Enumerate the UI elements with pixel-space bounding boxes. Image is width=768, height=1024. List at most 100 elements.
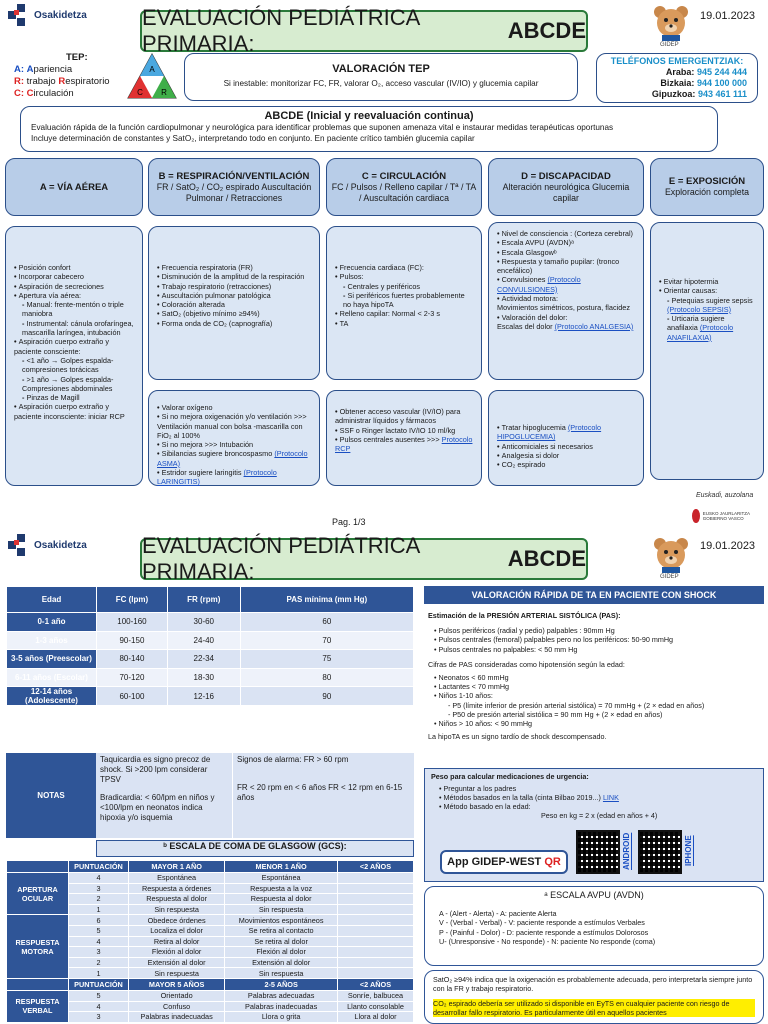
list-item: P5 (límite inferior de presión arterial … <box>434 701 760 710</box>
age-cell: 1-3 años <box>6 630 97 650</box>
gcs-cell: Llora al dolor <box>337 1011 414 1023</box>
list-item: Auscultación pulmonar patológica <box>157 291 311 300</box>
gcs-cell: Respuesta a órdenes <box>127 882 226 895</box>
gcs-cell: Llanto consolable <box>337 1000 414 1013</box>
gcs-header-cell: 2-5 AÑOS <box>224 977 339 991</box>
tep-triangle-icon: A C R <box>127 52 177 99</box>
gcs-header-cell: <2 AÑOS <box>337 977 414 991</box>
protocol-link[interactable]: (Protocolo ANAFILAXIA) <box>667 323 734 342</box>
android-qr-code[interactable] <box>576 830 620 874</box>
iphone-link[interactable]: IPHONE <box>684 835 693 867</box>
sat-text-2: CO₂ espirado debería ser utilizado si di… <box>433 999 755 1017</box>
gcs-cell: Flexión al dolor <box>127 946 226 958</box>
peso-title: Peso para calcular medicaciones de urgen… <box>431 772 589 781</box>
list-item: Analgesia si dolor <box>497 451 635 460</box>
gcs-cell <box>337 935 414 948</box>
android-link[interactable]: ANDROID <box>622 832 631 870</box>
gcs-category: RESPUESTA VERBAL <box>6 989 69 1023</box>
list-item: Convulsiones (Protocolo CONVULSIONES) <box>497 275 635 294</box>
list-item: Estridor sugiere laringitis (Protocolo L… <box>157 468 311 487</box>
gcs-cell: Espontánea <box>127 872 226 884</box>
list-item: Si no mejora oxigenación y/o ventilación… <box>157 412 311 440</box>
col-d-bottom-box: Tratar hipoglucemia (Protocolo HIPOGLUCE… <box>488 390 644 486</box>
gcs-score: 1 <box>68 903 129 916</box>
cinta-bilbao-link[interactable]: LINK <box>602 793 619 802</box>
list-item: Frecuencia cardiaca (FC): <box>335 263 473 272</box>
phones-heading: TELÉFONOS EMERGENTZIAK: <box>610 56 744 66</box>
list-item: Apertura vía aérea: <box>14 291 134 300</box>
osakidetza-logo: Osakidetza <box>8 4 87 26</box>
list-item: Pulsos periféricos (radial y pedio) palp… <box>434 626 760 635</box>
list-item: Si periféricos fuertes probablemente no … <box>335 291 473 310</box>
table-cell: 22-34 <box>166 649 241 669</box>
gcs-cell: Sin respuesta <box>224 967 339 979</box>
col-b-top-list: Frecuencia respiratoria (FR)Disminución … <box>157 263 311 328</box>
tep-assessment-box: VALORACIÓN TEP Si inestable: monitorizar… <box>184 53 578 101</box>
list-item: Escala AVPU (AVDN)ᵃ <box>497 238 635 247</box>
gcs-category: APERTURA OCULAR <box>6 871 69 916</box>
avpu-row: U- (Unresponsive - No responde) - N: pac… <box>439 937 656 947</box>
list-item: Actividad motora: <box>497 294 635 303</box>
protocol-link[interactable]: (Protocolo ASMA) <box>157 449 308 468</box>
date: 19.01.2023 <box>700 10 756 22</box>
gcs-header-cell: MENOR 1 AÑO <box>224 860 339 873</box>
list-item: Forma onda de CO₂ (capnografía) <box>157 319 311 328</box>
abcde-intro-box: ABCDE (Inicial y reevaluación continua) … <box>20 106 718 152</box>
vitals-header: Edad <box>6 586 97 613</box>
protocol-link[interactable]: (Protocolo CONVULSIONES) <box>497 275 581 294</box>
gcs-score: 2 <box>68 956 129 969</box>
list-item: Respuesta y tamaño pupilar: (tronco ence… <box>497 257 635 276</box>
list-item: Posición confort <box>14 263 134 272</box>
list-item: Orientar causas: <box>659 286 755 295</box>
list-item: Movimientos simétricos, postura, flacide… <box>497 303 631 313</box>
phone-araba: Araba: 945 244 444 <box>665 67 747 77</box>
vitals-header: FR (rpm) <box>166 586 241 613</box>
gcs-score: 6 <box>68 914 129 926</box>
gcs-cell: Sin respuesta <box>127 903 226 916</box>
protocol-link[interactable]: (Protocolo HIPOGLUCEMIA) <box>497 423 602 442</box>
gcs-score: 4 <box>68 1000 129 1013</box>
list-item: >1 año → Golpes espalda-Compresiones abd… <box>14 375 134 394</box>
vitals-header: PAS mínima (mm Hg) <box>239 586 415 613</box>
protocol-link[interactable]: (Protocolo SEPSIS) <box>667 304 732 314</box>
protocol-link[interactable]: (Protocolo LARINGITIS) <box>157 468 277 487</box>
list-item: Centrales y periféricos <box>335 282 473 291</box>
col-c-bottom-list: Obtener acceso vascular (IV/IO) para adm… <box>335 407 473 453</box>
list-item: Trabajo respiratorio (retracciones) <box>157 282 311 291</box>
protocol-link[interactable]: Protocolo RCP <box>335 434 473 454</box>
list-item: SSF o Ringer lactato IV/IO 10 ml/kg <box>335 426 473 435</box>
protocol-link[interactable]: (Protocolo ANALGESIA) <box>554 321 634 331</box>
col-a-box: Posición confortIncorporar cabeceroAspir… <box>5 226 143 486</box>
app-gidep-west-button[interactable]: App GIDEP-WEST QR <box>440 850 568 874</box>
shock-cifras: Cifras de PAS consideradas como hipotens… <box>428 659 625 669</box>
list-item: Manual: frente-mentón o triple maniobra <box>14 300 134 319</box>
iphone-qr-code[interactable] <box>638 830 682 874</box>
list-item: Nivel de consciencia : (Corteza cerebral… <box>497 229 635 238</box>
list-item: • Preguntar a los padres <box>439 784 517 793</box>
gidep-bear-logo-icon <box>654 538 688 573</box>
title-bold: ABCDE <box>507 18 586 43</box>
notes-col-2: Signos de alarma: FR > 60 rpm FR < 20 rp… <box>232 753 414 838</box>
gcs-cell: Palabras inadecuadas <box>224 1000 339 1013</box>
list-item: Sibilancias sugiere broncospasmo (Protoc… <box>157 449 311 468</box>
avpu-row: V - (Verbal - Verbal) - V: paciente resp… <box>439 918 645 928</box>
table-cell: 75 <box>239 649 415 669</box>
col-a-list: Posición confortIncorporar cabeceroAspir… <box>14 263 134 421</box>
gcs-score: 3 <box>68 1011 129 1023</box>
gcs-cell: Extensión al dolor <box>224 956 339 969</box>
col-d-top-box: Nivel de consciencia : (Corteza cerebral… <box>488 222 644 380</box>
list-item: CO₂ espirado <box>497 460 635 469</box>
gcs-cell: Movimientos espontáneos <box>224 914 339 926</box>
osakidetza-logo-icon <box>8 4 28 26</box>
